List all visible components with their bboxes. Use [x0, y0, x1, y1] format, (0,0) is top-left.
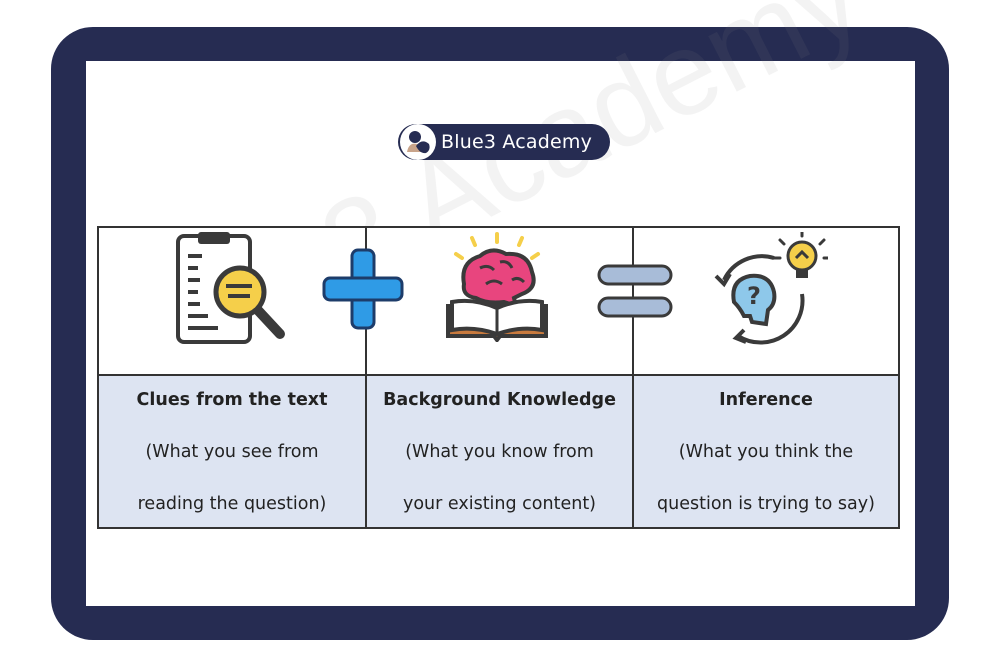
equals-icon [596, 262, 674, 324]
document-magnifier-icon [170, 232, 292, 354]
cell-knowledge-text: Background Knowledge (What you know from… [365, 374, 634, 529]
knowledge-line3: your existing content) [402, 494, 597, 514]
cell-inference-text: Inference (What you think the question i… [632, 374, 900, 529]
head-question-bulb-icon: ? [704, 228, 830, 354]
brand-mark-icon [400, 124, 436, 160]
clues-line2: (What you see from [145, 442, 319, 462]
brain-book-icon [442, 232, 552, 346]
cell-clues-text: Clues from the text (What you see from r… [97, 374, 367, 529]
knowledge-line2: (What you know from [405, 442, 594, 462]
plus-icon [320, 246, 406, 336]
inference-line3: question is trying to say) [657, 494, 875, 514]
clues-line3: reading the question) [137, 494, 327, 514]
brand-name: Blue3 Academy [441, 131, 593, 153]
clues-title: Clues from the text [136, 390, 328, 410]
knowledge-title: Background Knowledge [383, 390, 616, 410]
inference-title: Inference [719, 390, 813, 410]
svg-text:?: ? [747, 282, 761, 310]
inference-line2: (What you think the [678, 442, 854, 462]
